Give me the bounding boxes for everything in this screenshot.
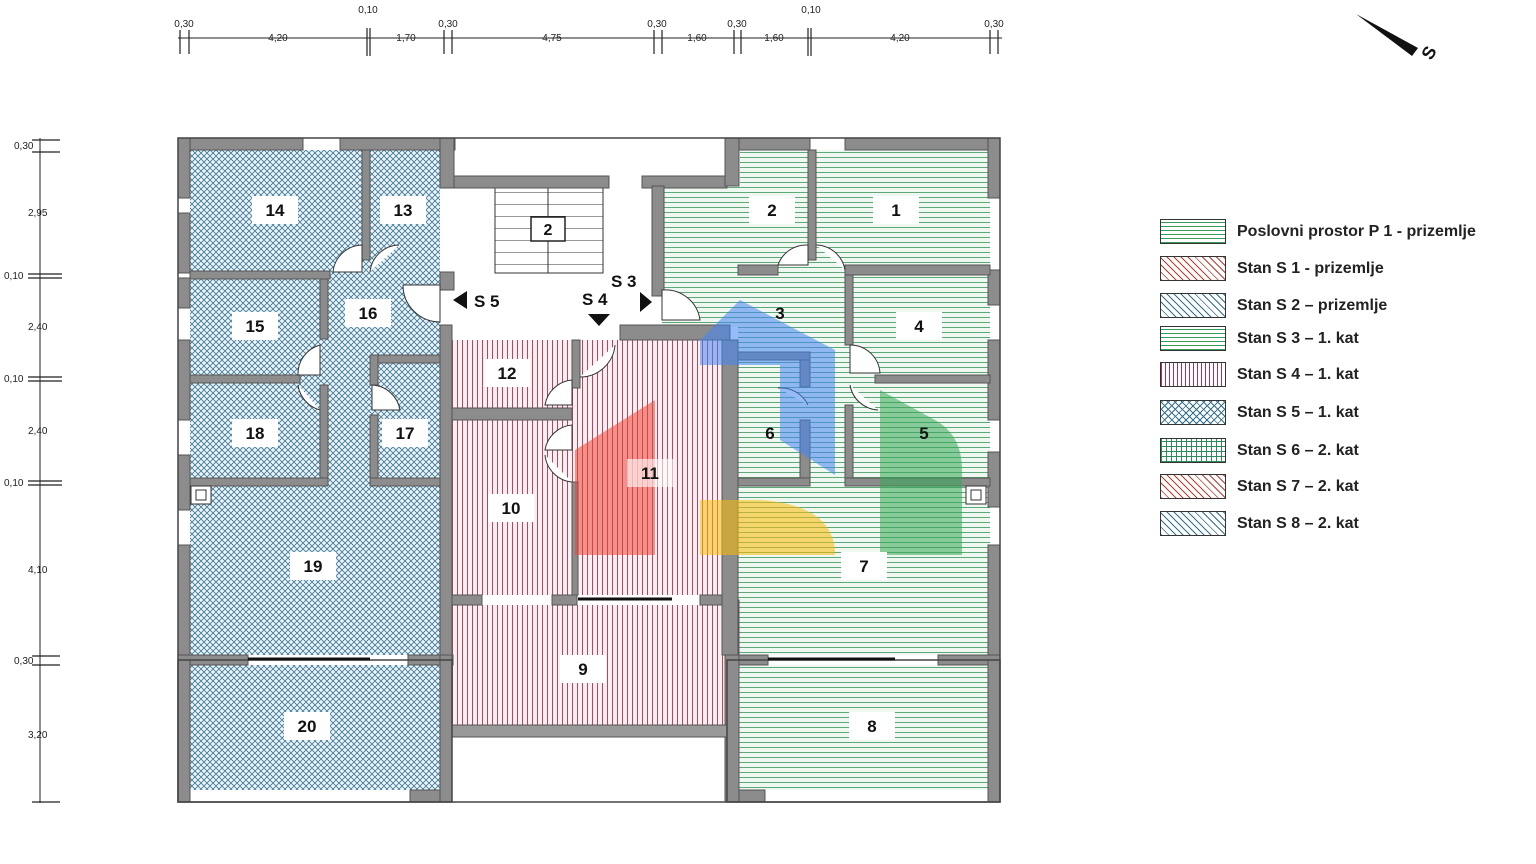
- legend-label: Stan S 6 – 2. kat: [1237, 442, 1359, 459]
- room-17-label: 17: [396, 424, 415, 443]
- room-15-label: 15: [246, 317, 265, 336]
- entrance-s3-arrow: [640, 292, 652, 312]
- rooms-1-2-area: [740, 150, 990, 330]
- room-10-label: 10: [502, 499, 521, 518]
- room-4-label: 4: [914, 317, 924, 336]
- entrance-s4-arrow: [588, 314, 610, 326]
- dim-top-2: 0,10: [358, 5, 378, 16]
- legend-item: Stan S 8 – 2. kat: [1160, 510, 1530, 546]
- legend-label: Stan S 5 – 1. kat: [1237, 404, 1359, 421]
- room-14-label: 14: [266, 201, 285, 220]
- legend-label: Stan S 2 – prizemlje: [1237, 297, 1388, 314]
- sliding-doors: [248, 597, 895, 661]
- dim-top-9: 1,60: [764, 33, 784, 44]
- room-18-label: 18: [246, 424, 265, 443]
- dim-top-1: 4,20: [268, 33, 288, 44]
- legend-swatch: [1160, 293, 1226, 318]
- legend-item: Stan S 7 – 2. kat: [1160, 473, 1530, 510]
- watermark-logo: [575, 300, 962, 555]
- ventilation-shafts: [190, 485, 987, 505]
- legend-swatch: [1160, 511, 1226, 536]
- entrance-s5-arrow: [453, 291, 467, 309]
- legend-swatch: [1160, 326, 1226, 351]
- legend-item: Stan S 1 - prizemlje: [1160, 255, 1530, 292]
- legend-swatch: [1160, 400, 1226, 425]
- room-6-label: 6: [765, 424, 774, 443]
- room-5-label: 5: [919, 424, 928, 443]
- dim-top-12: 0,30: [984, 19, 1004, 30]
- dim-left-1: 2,95: [28, 208, 48, 219]
- top-dimension-line: 0,30 4,20 0,10 1,70 0,30 4,75 0,30 1,60 …: [174, 5, 1004, 56]
- room-16-label: 16: [359, 304, 378, 323]
- dim-left-9: 3,20: [28, 730, 48, 741]
- entrance-s5-label: S 5: [474, 292, 500, 311]
- legend-label: Stan S 1 - prizemlje: [1237, 260, 1384, 277]
- room-8-label: 8: [867, 717, 876, 736]
- room-2-label: 2: [767, 201, 776, 220]
- legend-label: Poslovni prostor P 1 - prizemlje: [1237, 223, 1476, 240]
- room-12-label: 12: [498, 364, 517, 383]
- dim-top-7: 1,60: [687, 33, 707, 44]
- legend-label: Stan S 8 – 2. kat: [1237, 515, 1359, 532]
- legend-item: Stan S 4 – 1. kat: [1160, 361, 1530, 399]
- dim-left-2: 0,10: [4, 271, 24, 282]
- entrance-s3-label: S 3: [611, 272, 637, 291]
- room-1-label: 1: [891, 201, 900, 220]
- room-labels: 14 13 15 16 18 17 19 20 12 10 11 9 2 1 3…: [232, 196, 942, 740]
- dim-top-6: 0,30: [647, 19, 667, 30]
- entrance-s4-label: S 4: [582, 290, 608, 309]
- door-swings: [297, 244, 881, 483]
- dim-left-7: 4,10: [28, 565, 48, 576]
- legend-item: Stan S 5 – 1. kat: [1160, 399, 1530, 437]
- room-13-label: 13: [394, 201, 413, 220]
- legend-swatch: [1160, 219, 1226, 244]
- dim-top-3: 1,70: [396, 33, 416, 44]
- dim-left-0: 0,30: [14, 141, 34, 152]
- left-dimension-line: 0,30 2,95 0,10 2,40 0,10 2,40 0,10 4,10 …: [4, 138, 62, 803]
- room-3-label: 3: [775, 304, 784, 323]
- legend-label: Stan S 3 – 1. kat: [1237, 330, 1359, 347]
- stair-label-box: [530, 216, 566, 242]
- legend-item: Poslovni prostor P 1 - prizemlje: [1160, 218, 1530, 255]
- legend-swatch: [1160, 474, 1226, 499]
- dim-top-8: 0,30: [727, 19, 747, 30]
- north-arrow-label: S: [1417, 43, 1440, 63]
- dim-top-0: 0,30: [174, 19, 194, 30]
- stair-label: 2: [544, 222, 553, 239]
- room-7-label: 7: [859, 557, 868, 576]
- legend-label: Stan S 7 – 2. kat: [1237, 478, 1359, 495]
- room-19-label: 19: [304, 557, 323, 576]
- entrance-markers: S 5 S 4 S 3: [453, 272, 652, 326]
- dim-left-5: 2,40: [28, 426, 48, 437]
- legend-swatch: [1160, 438, 1226, 463]
- room-label-group: 14: [252, 196, 298, 224]
- dim-top-10: 0,10: [801, 5, 821, 16]
- dim-left-3: 2,40: [28, 322, 48, 333]
- dim-left-6: 0,10: [4, 478, 24, 489]
- legend-item: Stan S 3 – 1. kat: [1160, 325, 1530, 361]
- room-9-label: 9: [578, 660, 587, 679]
- legend-swatch: [1160, 256, 1226, 281]
- dim-left-4: 0,10: [4, 374, 24, 385]
- dim-top-5: 4,75: [542, 33, 562, 44]
- dim-top-4: 0,30: [438, 19, 458, 30]
- legend-label: Stan S 4 – 1. kat: [1237, 366, 1359, 383]
- dim-left-8: 0,30: [14, 656, 34, 667]
- room-11-label: 11: [641, 464, 659, 483]
- legend-item: Stan S 6 – 2. kat: [1160, 437, 1530, 473]
- legend: Poslovni prostor P 1 - prizemlje Stan S …: [1160, 218, 1530, 546]
- legend-swatch: [1160, 362, 1226, 387]
- north-arrow: S: [1356, 14, 1441, 63]
- dim-top-11: 4,20: [890, 33, 910, 44]
- legend-item: Stan S 2 – prizemlje: [1160, 292, 1530, 325]
- room-20-label: 20: [298, 717, 317, 736]
